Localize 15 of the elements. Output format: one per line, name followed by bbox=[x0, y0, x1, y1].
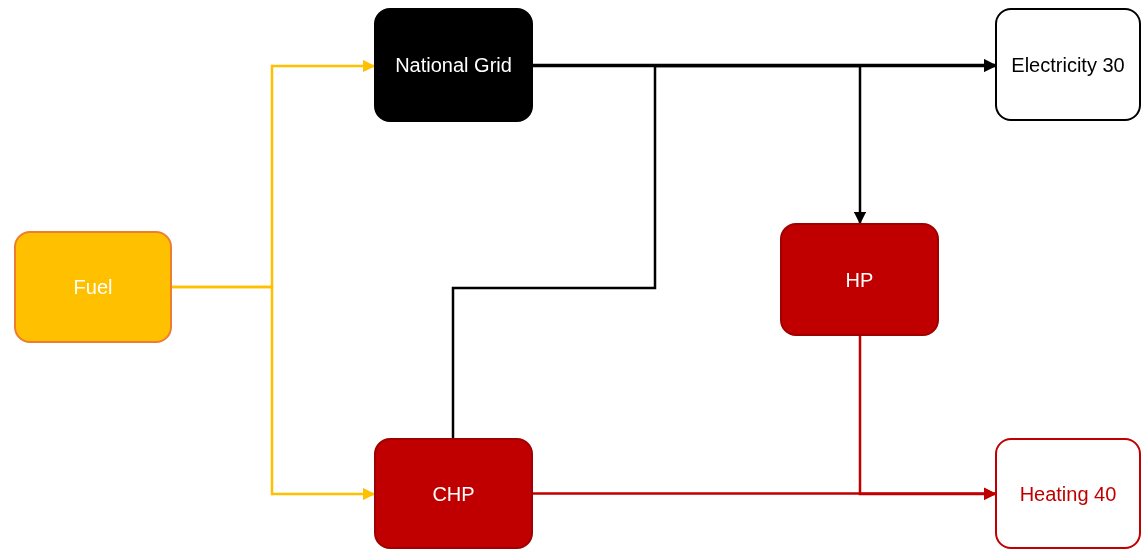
node-label: National Grid bbox=[394, 53, 513, 78]
grid-box bbox=[374, 8, 533, 122]
arrow bbox=[858, 336, 997, 501]
node-label: HP bbox=[844, 267, 875, 293]
arrow bbox=[172, 285, 376, 501]
process-box bbox=[780, 223, 939, 336]
output-box bbox=[995, 8, 1141, 121]
output-box bbox=[995, 438, 1141, 549]
node-label: Heating 40 bbox=[1018, 481, 1118, 507]
process-box bbox=[374, 438, 533, 549]
fuel-box bbox=[14, 231, 172, 343]
node-label: CHP bbox=[431, 481, 476, 507]
node-label: Electricity 30 bbox=[1010, 52, 1126, 78]
arrow bbox=[533, 64, 867, 225]
node-label: Fuel bbox=[72, 275, 114, 300]
